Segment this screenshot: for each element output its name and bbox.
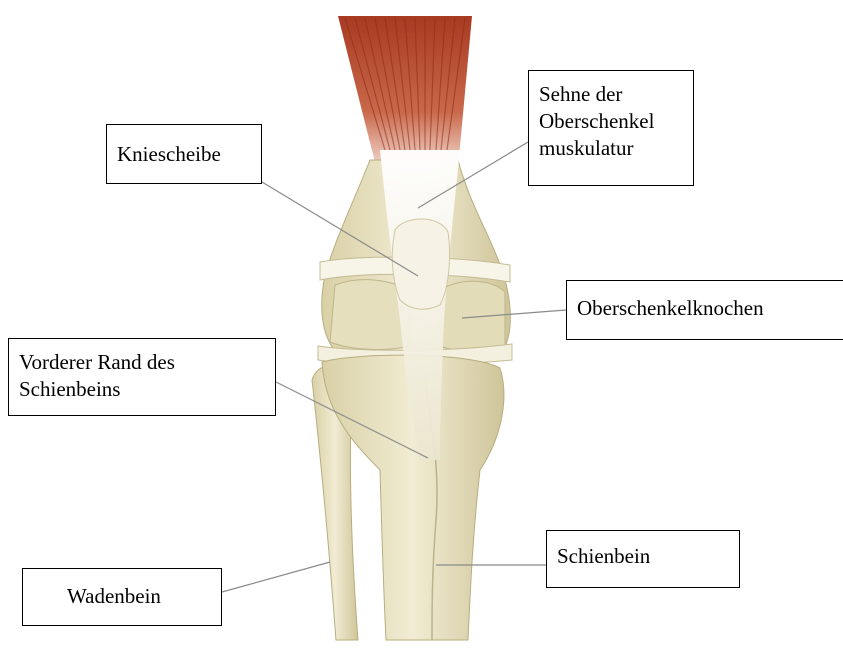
label-vorderer-rand-des-schienbeins: Vorderer Rand des Schienbeins: [8, 338, 276, 416]
label-oberschenkelknochen: Oberschenkelknochen: [566, 280, 843, 340]
label-kniescheibe-text: Kniescheibe: [117, 141, 251, 168]
label-vorderer-rand-line-1: Vorderer Rand des: [19, 349, 265, 376]
label-schienbein-text: Schienbein: [557, 543, 729, 570]
label-sehne-line-2: Oberschenkel: [539, 108, 683, 135]
label-wadenbein: Wadenbein: [22, 568, 222, 626]
label-sehne-line-1: Sehne der: [539, 81, 683, 108]
label-wadenbein-text: Wadenbein: [67, 583, 211, 610]
label-sehne-der-oberschenkelmuskulatur: Sehne der Oberschenkel muskulatur: [528, 70, 694, 186]
label-vorderer-rand-line-2: Schienbeins: [19, 376, 265, 403]
leader-line-wadenbein: [222, 562, 330, 592]
label-schienbein: Schienbein: [546, 530, 740, 588]
label-kniescheibe: Kniescheibe: [106, 124, 262, 184]
label-oberschenkelknochen-text: Oberschenkelknochen: [577, 295, 835, 322]
label-sehne-line-3: muskulatur: [539, 135, 683, 162]
